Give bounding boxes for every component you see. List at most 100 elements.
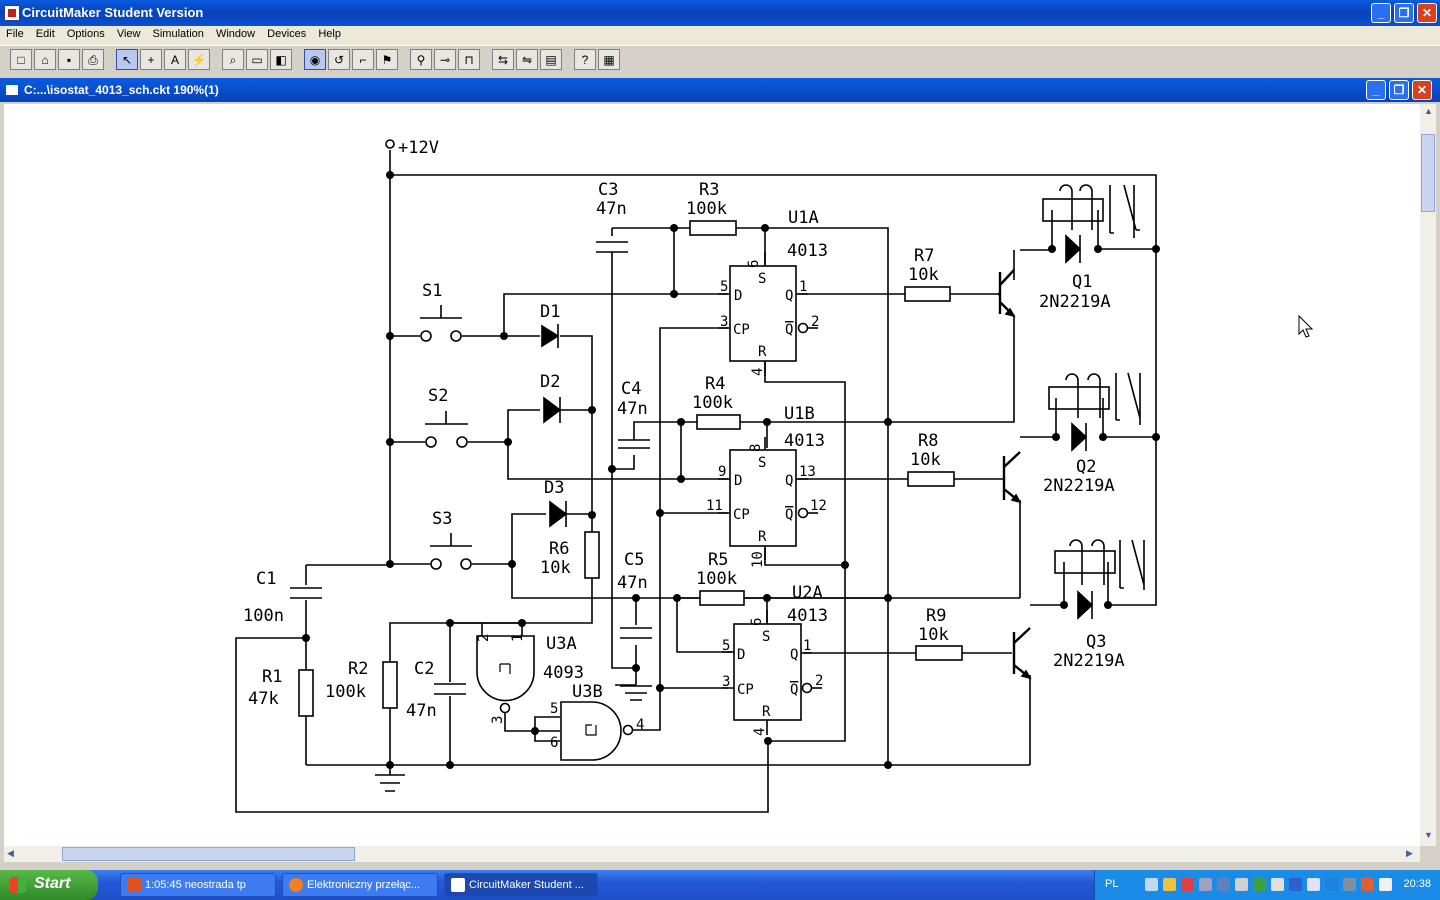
- task-firefox[interactable]: Elektroniczny przełąc...: [282, 873, 438, 897]
- task-circuitmaker[interactable]: CircuitMaker Student ...: [444, 873, 598, 897]
- fit-icon[interactable]: ▭: [246, 49, 268, 70]
- tray-icon-10[interactable]: [1307, 878, 1320, 891]
- text-icon[interactable]: A: [164, 49, 186, 70]
- tray-icon-5[interactable]: [1217, 878, 1230, 891]
- tray-icon-14[interactable]: [1379, 878, 1392, 891]
- print-icon[interactable]: ⎙: [82, 49, 104, 70]
- diode-d2[interactable]: [543, 396, 562, 424]
- resistor-r8[interactable]: [907, 471, 955, 487]
- menu-edit[interactable]: Edit: [35, 28, 55, 40]
- resistor-r4[interactable]: [696, 414, 741, 430]
- capacitor-c1[interactable]: [290, 587, 322, 599]
- vertical-scrollbar[interactable]: ▲ ▼: [1420, 104, 1436, 846]
- reset-icon[interactable]: ↺: [328, 49, 350, 70]
- scroll-down-icon[interactable]: ▼: [1424, 830, 1433, 840]
- maximize-button[interactable]: ❐: [1394, 3, 1414, 23]
- label-vcc: +12V: [398, 138, 439, 158]
- scroll-up-icon[interactable]: ▲: [1424, 106, 1433, 116]
- tray-icon-9[interactable]: [1289, 878, 1302, 891]
- digital-icon[interactable]: ◉: [304, 49, 326, 70]
- minimize-button[interactable]: _: [1371, 3, 1391, 23]
- capacitor-c4[interactable]: [618, 439, 650, 449]
- pan-icon[interactable]: ◧: [270, 49, 292, 70]
- capacitor-c2[interactable]: [434, 683, 466, 695]
- run-icon[interactable]: ⚑: [376, 49, 398, 70]
- properties-icon[interactable]: ▤: [540, 49, 562, 70]
- tray-icon-8[interactable]: [1271, 878, 1284, 891]
- scroll-left-icon[interactable]: ◀: [7, 848, 14, 858]
- tray-icon-3[interactable]: [1181, 878, 1194, 891]
- step-icon[interactable]: ⌐: [352, 49, 374, 70]
- save-icon[interactable]: ▪: [58, 49, 80, 70]
- tray-icon-11[interactable]: [1325, 878, 1338, 891]
- tray-icon-7[interactable]: [1253, 878, 1266, 891]
- horizontal-scrollbar[interactable]: ◀ ▶: [4, 846, 1420, 862]
- close-button[interactable]: ✕: [1417, 3, 1437, 23]
- probe-tool-icon[interactable]: ⚲: [410, 49, 432, 70]
- waveform-icon[interactable]: ⊓: [458, 49, 480, 70]
- resistor-r2[interactable]: [382, 661, 398, 709]
- menu-view[interactable]: View: [116, 28, 141, 40]
- flipflop-u1a[interactable]: [718, 252, 818, 376]
- switch-s1[interactable]: [420, 305, 462, 342]
- horizontal-scroll-thumb[interactable]: [62, 847, 355, 861]
- resistor-r7[interactable]: [904, 286, 951, 302]
- resistor-r5[interactable]: [699, 590, 745, 606]
- capacitor-c3[interactable]: [596, 241, 628, 253]
- tray-icon-4[interactable]: [1199, 878, 1212, 891]
- nand-gate-u3b[interactable]: [560, 701, 634, 761]
- vertical-scroll-thumb[interactable]: [1421, 134, 1435, 212]
- wire-icon[interactable]: +: [140, 49, 162, 70]
- document-icon[interactable]: [6, 85, 18, 95]
- app-icon[interactable]: [4, 5, 20, 21]
- start-button[interactable]: Start: [0, 870, 98, 900]
- transistor-q2[interactable]: [1002, 451, 1022, 504]
- menu-file[interactable]: File: [6, 28, 24, 40]
- doc-close-button[interactable]: ✕: [1412, 80, 1432, 100]
- diode-d1[interactable]: [541, 324, 560, 348]
- doc-minimize-button[interactable]: _: [1366, 80, 1386, 100]
- mirror-icon[interactable]: ⇋: [516, 49, 538, 70]
- zoom-icon[interactable]: ⌕: [222, 49, 244, 70]
- nand-gate-u3a[interactable]: [476, 635, 535, 714]
- flipflop-u1b[interactable]: [718, 437, 818, 560]
- open-icon[interactable]: ⌂: [34, 49, 56, 70]
- label-r4-value: 100k: [692, 393, 733, 413]
- resistor-r3[interactable]: [689, 220, 737, 236]
- tray-icon-12[interactable]: [1343, 878, 1356, 891]
- resistor-r1[interactable]: [298, 669, 314, 717]
- arrow-icon[interactable]: ↖: [116, 49, 138, 70]
- color-icon[interactable]: ▦: [598, 49, 620, 70]
- transistor-q1[interactable]: [998, 269, 1016, 318]
- menu-help[interactable]: Help: [318, 28, 341, 40]
- resistor-r9[interactable]: [915, 645, 963, 661]
- switch-s2[interactable]: [425, 411, 468, 448]
- doc-maximize-button[interactable]: ❐: [1389, 80, 1409, 100]
- scroll-right-icon[interactable]: ▶: [1406, 848, 1413, 858]
- ff-u1a-r: R: [758, 344, 767, 360]
- language-indicator[interactable]: PL: [1105, 878, 1119, 890]
- clock: 20:38: [1403, 878, 1431, 890]
- schematic-canvas[interactable]: +12V C3 47n R3 100k U1A 4013 R7 10k Q1 2…: [4, 104, 1420, 846]
- transistor-q3[interactable]: [1012, 627, 1032, 680]
- tray-icon-1[interactable]: [1145, 878, 1158, 891]
- rotate-icon[interactable]: ⇆: [492, 49, 514, 70]
- tray-icon-13[interactable]: [1361, 878, 1374, 891]
- menu-window[interactable]: Window: [215, 28, 256, 40]
- diode-d3[interactable]: [549, 500, 568, 528]
- tray-icon-6[interactable]: [1235, 878, 1248, 891]
- probe-icon[interactable]: ⚡: [188, 49, 210, 70]
- vcc-terminal[interactable]: [385, 139, 395, 149]
- capacitor-c5[interactable]: [620, 627, 652, 639]
- resistor-r6[interactable]: [584, 531, 600, 579]
- task-neostrada[interactable]: 1:05:45 neostrada tp: [120, 873, 276, 897]
- trace-icon[interactable]: ⊸: [434, 49, 456, 70]
- menu-devices[interactable]: Devices: [267, 28, 307, 40]
- help-icon[interactable]: ?: [574, 49, 596, 70]
- flipflop-u2a[interactable]: [722, 610, 822, 735]
- tray-icon-2[interactable]: [1163, 878, 1176, 891]
- menu-options[interactable]: Options: [66, 28, 105, 40]
- menu-simulation[interactable]: Simulation: [152, 28, 204, 40]
- new-icon[interactable]: □: [10, 49, 32, 70]
- switch-s3[interactable]: [430, 533, 472, 570]
